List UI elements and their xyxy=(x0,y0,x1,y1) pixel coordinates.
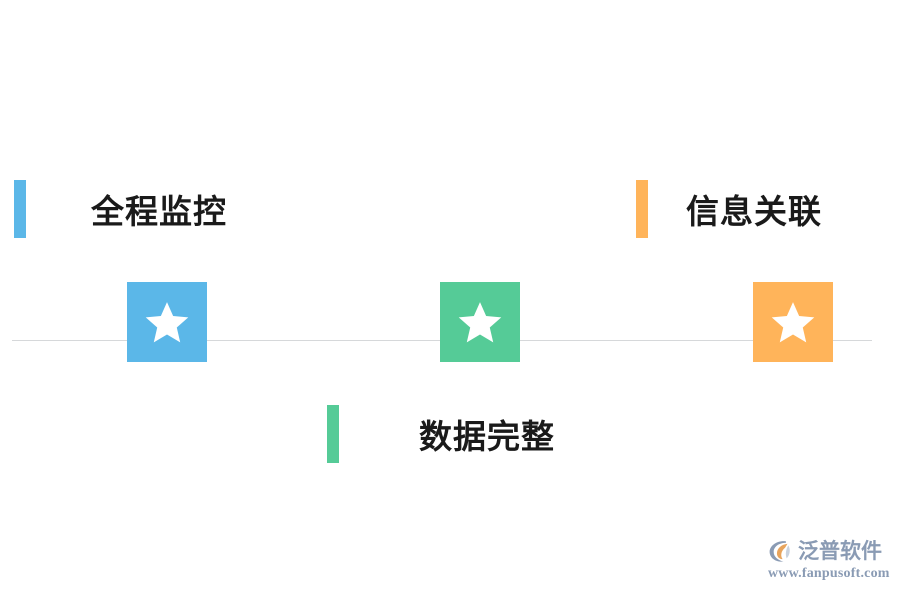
star-icon xyxy=(771,302,815,343)
milestone-node-integrity[interactable] xyxy=(440,282,520,362)
star-icon xyxy=(458,302,502,343)
accent-bar-orange xyxy=(636,180,648,238)
watermark-brand-row: 泛普软件 xyxy=(768,538,892,564)
milestone-label-integrity: 数据完整 xyxy=(327,405,555,463)
watermark: 泛普软件 www.fanpusoft.com xyxy=(768,538,892,586)
milestone-label-text: 全程监控 xyxy=(91,193,227,230)
fanpu-logo-icon xyxy=(769,541,790,562)
milestone-label-text: 数据完整 xyxy=(419,418,555,455)
milestone-label-monitor: 全程监控 xyxy=(14,180,227,238)
milestone-node-monitor[interactable] xyxy=(127,282,207,362)
milestone-node-relation[interactable] xyxy=(753,282,833,362)
milestone-label-relation: 信息关联 xyxy=(636,180,822,238)
accent-bar-green xyxy=(327,405,339,463)
milestone-label-text: 信息关联 xyxy=(686,193,822,230)
accent-bar-blue xyxy=(14,180,26,238)
star-icon xyxy=(145,302,189,343)
watermark-brand-name: 泛普软件 xyxy=(798,539,882,563)
watermark-url: www.fanpusoft.com xyxy=(768,566,890,581)
